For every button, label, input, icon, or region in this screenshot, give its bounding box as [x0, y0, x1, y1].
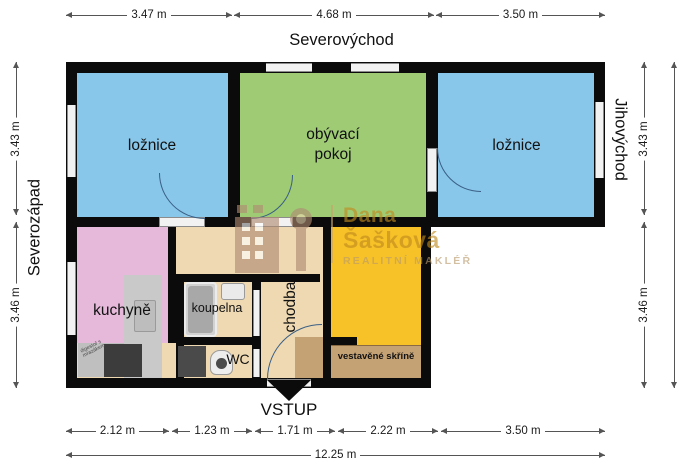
wall-between-living-bedroom2	[426, 62, 438, 227]
arrow-down-icon	[13, 382, 19, 388]
wall-mid-horizontal	[66, 217, 431, 227]
arrow-left-icon	[234, 12, 240, 18]
dimension-line	[674, 62, 675, 388]
window-bathroom-right	[253, 290, 260, 336]
dimension-value: 4.68 m	[312, 8, 356, 22]
room-loznice-right	[438, 72, 595, 217]
dimension-right-inner-2: 3.46 m	[637, 222, 651, 388]
arrow-right-icon	[329, 428, 335, 434]
wall-bottom-outer	[66, 378, 431, 388]
dimension-value: 2.12 m	[95, 424, 140, 438]
dimension-top-2: 4.68 m	[234, 8, 434, 22]
wall-closet-left	[323, 227, 331, 378]
entrance-arrow-icon	[267, 380, 311, 401]
fixture-kitchen-sink	[134, 300, 156, 332]
dimension-right-total	[667, 62, 681, 388]
dimension-value: 3.47 m	[127, 8, 171, 22]
window-wc-right	[253, 349, 260, 377]
wall-kitchen-right	[168, 227, 176, 343]
dimension-value: 2.22 m	[366, 424, 410, 438]
dimension-value: 3.43 m	[9, 116, 23, 161]
dimension-value: 3.46 m	[9, 283, 23, 327]
arrow-left-icon	[66, 452, 72, 458]
dimension-value: 12.25 m	[310, 448, 361, 462]
dimension-value: 3.50 m	[498, 8, 543, 22]
entrance-label: VSTUP	[260, 400, 318, 419]
window-living-top-left	[266, 63, 312, 72]
arrow-right-icon	[226, 12, 232, 18]
wall-bath-block-left	[176, 274, 184, 378]
orientation-label-southeast: Jihovýchod	[611, 98, 630, 181]
arrow-right-icon	[246, 428, 252, 434]
window-kitchen-left-outer	[67, 262, 76, 335]
arrow-left-icon	[441, 428, 447, 434]
orientation-label-northeast: Severovýchod	[289, 31, 394, 49]
wall-bath-block-top	[176, 274, 320, 282]
dimension-value: 1.71 m	[273, 424, 317, 438]
fixture-washing-machine	[178, 346, 206, 377]
window-bedroom-right-outer	[595, 102, 604, 178]
fixture-toilet-seat	[216, 358, 227, 369]
arrow-right-icon	[428, 12, 434, 18]
dimension-bottom-2: 1.23 m	[172, 424, 252, 438]
arrow-right-icon	[599, 452, 605, 458]
fixture-wardrobe-nook	[295, 337, 323, 378]
fixture-kitchen-appliance-dark	[104, 344, 142, 377]
dimension-bottom-5: 3.50 m	[441, 424, 605, 438]
arrow-right-icon	[599, 428, 605, 434]
arrow-left-icon	[338, 428, 344, 434]
arrow-left-icon	[66, 12, 72, 18]
door-opening-bedroom-right	[427, 148, 437, 192]
fixture-washbasin	[221, 283, 245, 300]
arrow-left-icon	[255, 428, 261, 434]
arrow-down-icon	[671, 382, 677, 388]
dimension-left-2: 3.46 m	[9, 222, 23, 388]
arrow-down-icon	[641, 382, 647, 388]
door-opening-bedroom-left	[159, 217, 205, 227]
arrow-up-icon	[13, 222, 19, 228]
arrow-left-icon	[172, 428, 178, 434]
dimension-bottom-4: 2.22 m	[338, 424, 438, 438]
dimension-value: 1.23 m	[190, 424, 234, 438]
fixture-bathtub-inner	[188, 286, 213, 333]
floorplan-drawing: digestoř s mrazákem ložnice obývací poko…	[66, 62, 605, 388]
window-bedroom-left-outer	[67, 105, 76, 177]
wall-top-outer	[66, 62, 605, 73]
dimension-top-1: 3.47 m	[66, 8, 232, 22]
window-entrance-door	[267, 379, 311, 387]
arrow-up-icon	[671, 62, 677, 68]
dimension-bottom-3: 1.71 m	[255, 424, 335, 438]
dimension-value: 3.43 m	[637, 116, 651, 161]
orientation-label-northwest: Severozápad	[25, 178, 44, 277]
arrow-right-icon	[163, 428, 169, 434]
window-living-top-right	[351, 63, 399, 72]
dimension-value: 3.46 m	[637, 283, 651, 327]
arrow-up-icon	[13, 62, 19, 68]
wall-mid-right-outer	[421, 217, 605, 227]
wall-lower-right-outer	[421, 217, 431, 388]
room-loznice-left	[76, 72, 228, 217]
arrow-down-icon	[641, 209, 647, 215]
arrow-down-icon	[13, 209, 19, 215]
arrow-up-icon	[641, 62, 647, 68]
fixture-wardrobe-body	[331, 345, 421, 378]
arrow-right-icon	[599, 12, 605, 18]
wall-closet-nook	[323, 337, 357, 345]
dimension-bottom-1: 2.12 m	[66, 424, 169, 438]
dimension-value: 3.50 m	[501, 424, 545, 438]
dimension-bottom-total: 12.25 m	[66, 448, 605, 462]
dimension-left-1: 3.43 m	[9, 62, 23, 215]
arrow-up-icon	[641, 222, 647, 228]
arrow-left-icon	[66, 428, 72, 434]
wall-between-bath-wc	[176, 337, 261, 345]
dimension-top-3: 3.50 m	[436, 8, 605, 22]
wall-between-bedroom-living	[228, 62, 240, 227]
arrow-right-icon	[432, 428, 438, 434]
dimension-right-inner-1: 3.43 m	[637, 62, 651, 215]
arrow-left-icon	[436, 12, 442, 18]
